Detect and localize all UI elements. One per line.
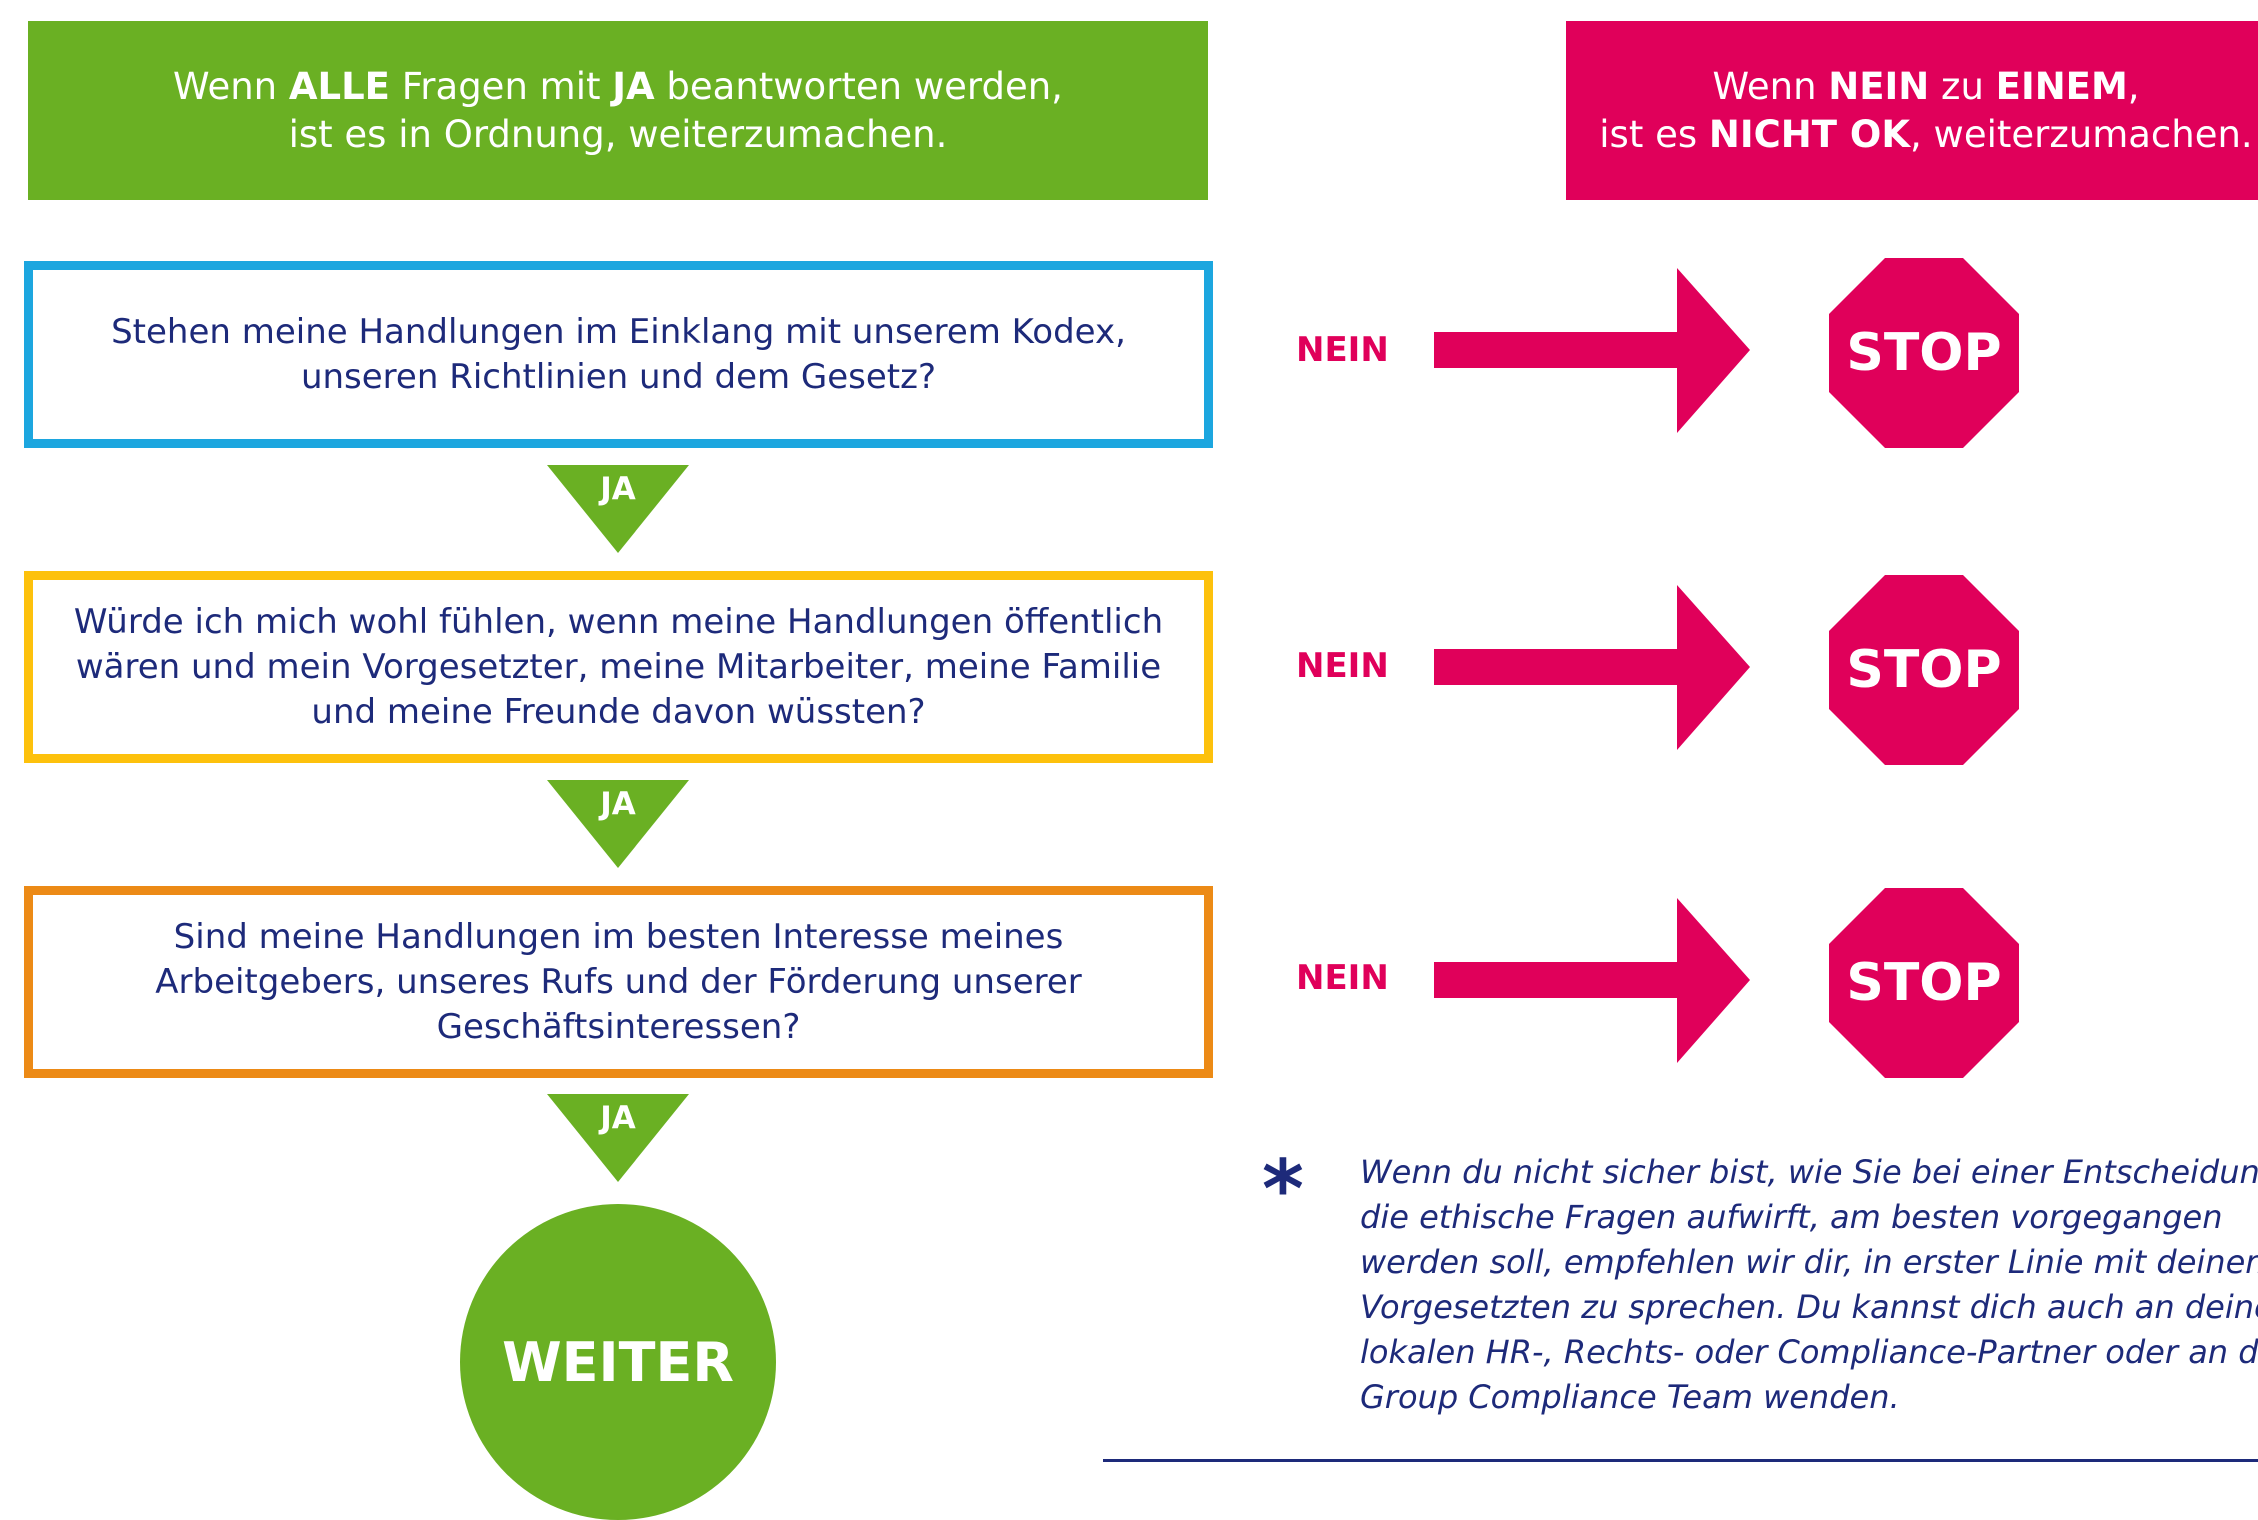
stop-sign-2: STOP <box>1829 575 2019 765</box>
header-any-no: Wenn NEIN zu EINEM, ist es NICHT OK, wei… <box>1566 21 2258 200</box>
question-box-1: Stehen meine Handlungen im Einklang mit … <box>24 261 1213 448</box>
stop-label-3: STOP <box>1846 953 2002 1013</box>
down-triangle-icon <box>547 1094 689 1182</box>
continue-label: WEITER <box>502 1330 734 1394</box>
header-text: Wenn <box>173 64 289 108</box>
header-text: , weiterzumachen. <box>1910 112 2253 156</box>
question-text-2: Würde ich mich wohl fühlen, wenn meine H… <box>73 601 1164 732</box>
stop-label-1: STOP <box>1846 323 2002 383</box>
question-text-3: Sind meine Handlungen im besten Interess… <box>155 916 1082 1047</box>
no-label-2: NEIN <box>1296 646 1389 686</box>
octagon-icon <box>1829 575 2019 765</box>
continue-circle: WEITER <box>460 1204 776 1520</box>
asterisk-icon: * <box>1262 1143 1304 1236</box>
header-emphasis: ALLE <box>288 64 390 108</box>
header-text: Fragen mit <box>389 64 613 108</box>
octagon-icon <box>1829 258 2019 448</box>
yes-label-3: JA <box>600 1100 636 1136</box>
header-all-yes-text: Wenn ALLE Fragen mit JA beantworten werd… <box>173 63 1063 159</box>
down-triangle-icon <box>547 780 689 868</box>
header-text: Wenn <box>1712 64 1829 108</box>
header-text: beantworten werden, <box>654 64 1063 108</box>
header-emphasis: EINEM <box>1995 64 2128 108</box>
question-box-2: Würde ich mich wohl fühlen, wenn meine H… <box>24 571 1213 763</box>
no-label-3: NEIN <box>1296 958 1389 998</box>
yes-arrow-1: JA <box>547 465 689 553</box>
divider <box>1103 1459 2258 1462</box>
header-any-no-text: Wenn NEIN zu EINEM, ist es NICHT OK, wei… <box>1599 63 2252 159</box>
question-box-3: Sind meine Handlungen im besten Interess… <box>24 886 1213 1078</box>
down-triangle-icon <box>547 465 689 553</box>
header-emphasis: NEIN <box>1828 64 1930 108</box>
yes-arrow-2: JA <box>547 780 689 868</box>
footnote-text: Wenn du nicht sicher bist, wie Sie bei e… <box>1360 1153 2258 1416</box>
header-text: , <box>2127 64 2140 108</box>
right-arrow-icon <box>1434 268 1750 433</box>
stop-sign-3: STOP <box>1829 888 2019 1078</box>
no-label-1: NEIN <box>1296 330 1389 370</box>
header-emphasis: NICHT OK <box>1708 112 1911 156</box>
header-text: zu <box>1929 64 1996 108</box>
yes-label-1: JA <box>600 471 636 507</box>
octagon-icon <box>1829 888 2019 1078</box>
right-arrow-icon <box>1434 585 1750 750</box>
header-emphasis: JA <box>612 64 655 108</box>
stop-sign-1: STOP <box>1829 258 2019 448</box>
header-text: ist es <box>1599 112 1709 156</box>
header-all-yes: Wenn ALLE Fragen mit JA beantworten werd… <box>28 21 1208 200</box>
question-text-1: Stehen meine Handlungen im Einklang mit … <box>111 311 1126 397</box>
yes-label-2: JA <box>600 786 636 822</box>
yes-arrow-3: JA <box>547 1094 689 1182</box>
header-text: ist es in Ordnung, weiterzumachen. <box>288 112 948 156</box>
stop-label-2: STOP <box>1846 640 2002 700</box>
right-arrow-icon <box>1434 898 1750 1063</box>
